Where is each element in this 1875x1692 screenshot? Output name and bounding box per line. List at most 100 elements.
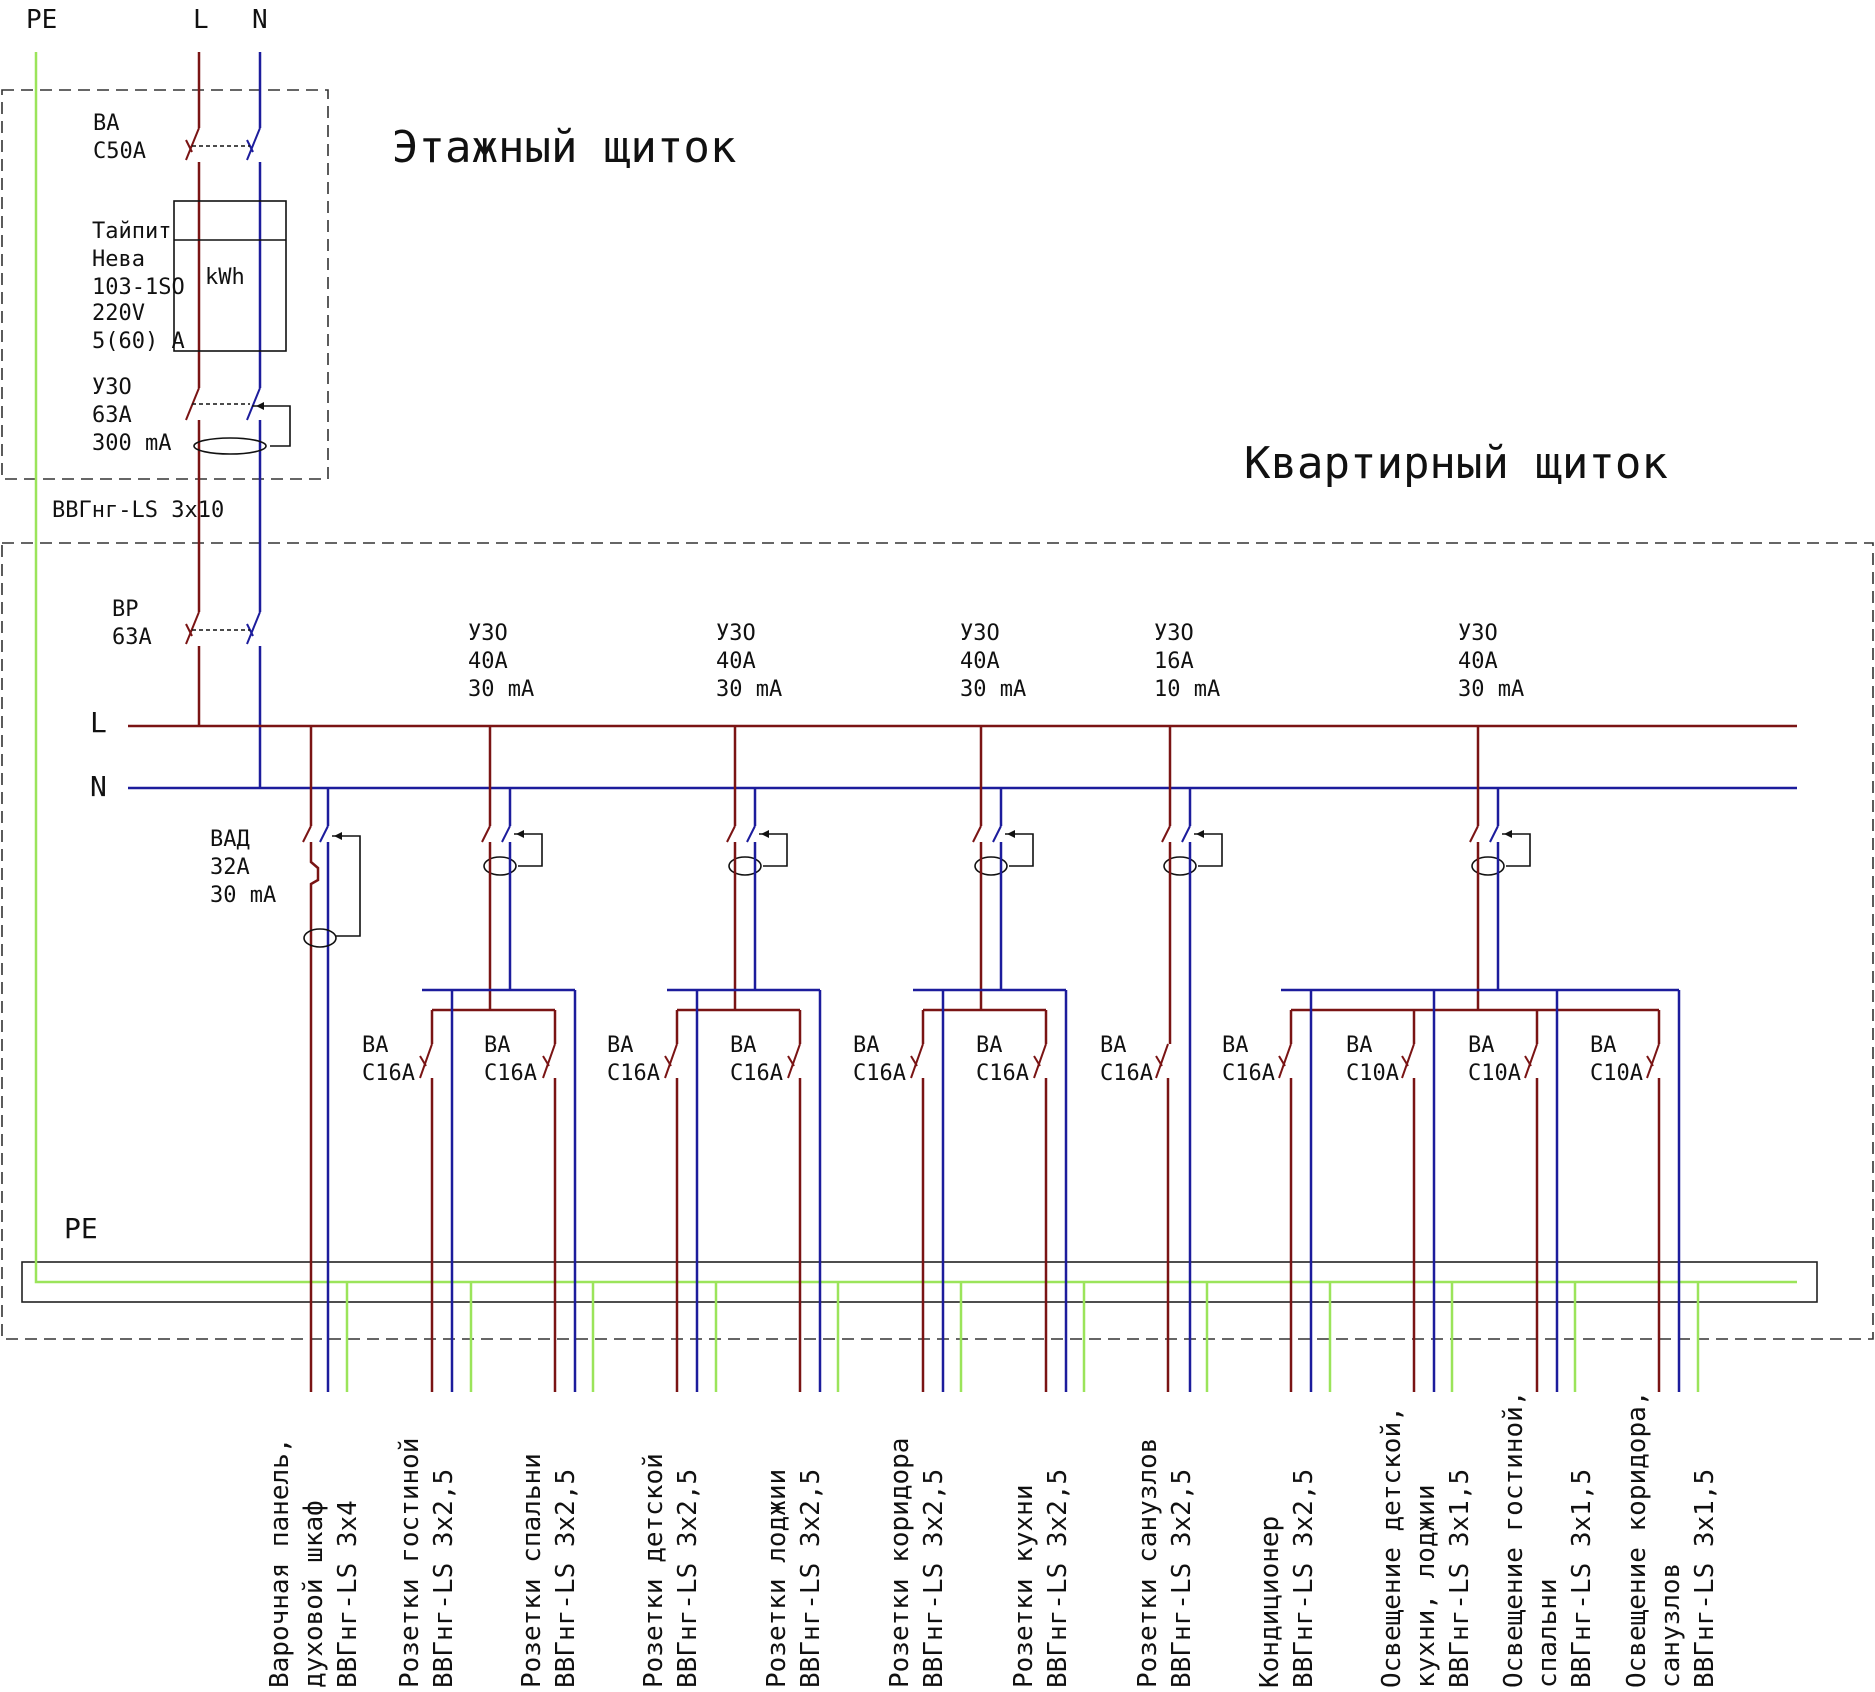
rcbo-l-out [309, 842, 320, 1392]
rcd-l-contact [972, 825, 982, 843]
rcbo-label: ВАД 32А 30 mA [210, 827, 276, 908]
top-label-pe: PE [26, 5, 57, 35]
branch-breaker-mark [910, 1055, 918, 1067]
branch-breaker-mark [1524, 1055, 1532, 1067]
branch-breaker-contact [1033, 1043, 1047, 1079]
branch-breaker-mark [419, 1055, 427, 1067]
rcbo-n-contact [319, 825, 329, 843]
rcd-test-loop [1005, 833, 1034, 867]
branch-breaker-mark [787, 1055, 795, 1067]
rcd-n-contact [1181, 825, 1191, 843]
rcd-test-arrow [1504, 830, 1512, 838]
rcbo-test-arrow [334, 832, 342, 840]
rcbo-l-contact [302, 825, 312, 843]
floor-panel-title: Этажный щиток [392, 122, 736, 173]
rcd-test-loop [759, 833, 788, 867]
branch-breaker-contact [787, 1043, 801, 1079]
apartment-panel-frame [1, 542, 1874, 1340]
branch-breaker-contact [1401, 1043, 1415, 1079]
branch-breaker-contact [664, 1043, 678, 1079]
top-label-l: L [193, 5, 209, 35]
branch-breaker-contact [1278, 1043, 1292, 1079]
rcd-toroid [1163, 856, 1197, 876]
meter-label: Тайпит Нева 103-1SO 220V 5(60) A [92, 219, 198, 354]
rcd-test-loop [1194, 833, 1223, 867]
pe-bar [21, 1261, 1818, 1303]
branch-breaker-mark [542, 1055, 550, 1067]
rcd-toroid [483, 856, 517, 876]
pe-main-wire [34, 52, 1797, 1284]
main-switch-symbol [185, 611, 261, 645]
branch-breaker-contact [910, 1043, 924, 1079]
rcd-l-contact [481, 825, 491, 843]
floor-rcd-label: УЗО 63А 300 mA [92, 375, 171, 456]
branch-breaker-contact [419, 1043, 433, 1079]
floor-rcd-symbol [185, 387, 291, 455]
branch-breaker-mark [1646, 1055, 1654, 1067]
meter-unit: kWh [205, 265, 245, 290]
branch-breaker-mark [1155, 1055, 1163, 1067]
svg-text:Освещение детской,кухни, лоджи: Освещение детской,кухни, лоджииВВГнг-LS … [1377, 1406, 1475, 1688]
bus-l-label: L [90, 706, 107, 739]
branch-breaker-mark [1401, 1055, 1409, 1067]
rcd-l-contact [1469, 825, 1479, 843]
rcd-test-arrow [761, 830, 769, 838]
branch-breaker-contact [1646, 1043, 1660, 1079]
rcbo-test-loop [332, 835, 361, 937]
rcbo-toroid [303, 928, 337, 948]
branch-breaker-contact [542, 1043, 556, 1079]
floor-breaker-label: ВА С50А [93, 111, 146, 164]
floor-breaker-symbol [185, 127, 261, 161]
rcd-n-contact [1489, 825, 1499, 843]
rcd-test-arrow [1007, 830, 1015, 838]
floor-panel-frame [1, 89, 329, 480]
rcd-test-arrow [1196, 830, 1204, 838]
branch-breaker-mark [664, 1055, 672, 1067]
branch-breaker-contact [1524, 1043, 1538, 1079]
rcd-toroid [974, 856, 1008, 876]
rcd-test-arrow [516, 830, 524, 838]
pe-bar-label: PE [64, 1212, 98, 1245]
energy-meter [173, 200, 287, 352]
rcd-toroid [1471, 856, 1505, 876]
rcd-n-contact [746, 825, 756, 843]
rcd-test-loop [1502, 833, 1531, 867]
rcd-test-loop [514, 833, 543, 867]
apartment-panel-title: Квартирный щиток [1244, 438, 1668, 489]
